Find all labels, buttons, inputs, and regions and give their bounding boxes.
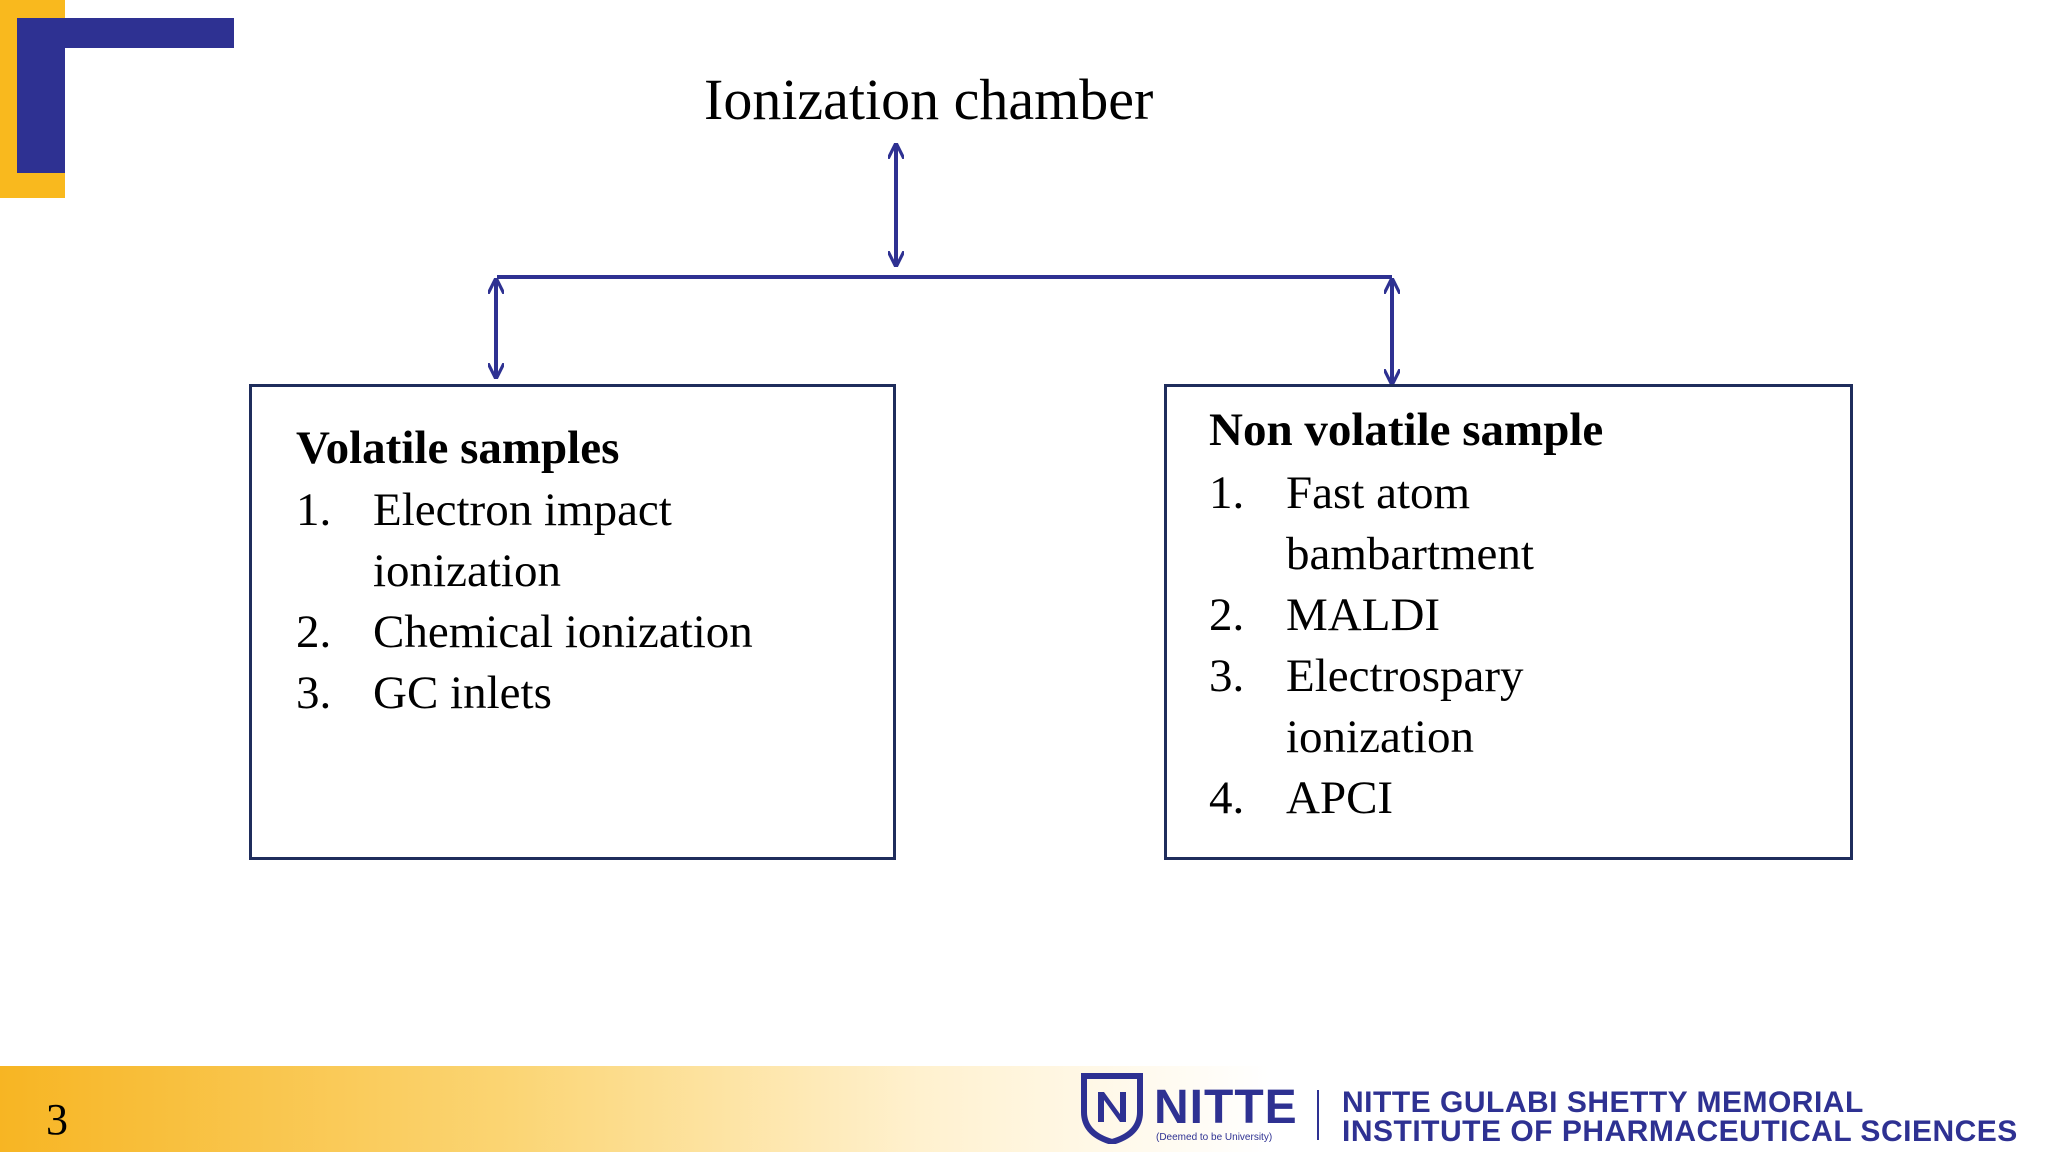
list-item-number: 1. [296, 484, 332, 536]
volatile-samples-list: 1. Electron impact ionization 2. Chemica… [296, 480, 876, 724]
nitte-shield-icon [1081, 1073, 1143, 1144]
list-item-text: Chemical ionization [373, 606, 753, 658]
list-item-line: Fast atom [1286, 467, 1471, 519]
list-item-text: Electrospary ionization [1286, 646, 1829, 768]
diagram-title: Ionization chamber [704, 67, 1154, 132]
logo-divider [1317, 1090, 1319, 1140]
list-item-text: GC inlets [373, 667, 552, 719]
institute-name-line-1: NITTE GULABI SHETTY MEMORIAL [1342, 1086, 1864, 1119]
institute-name-line-2: INSTITUTE OF PHARMACEUTICAL SCIENCES [1342, 1115, 2018, 1148]
list-item-number: 3. [1209, 650, 1245, 702]
list-item-number: 3. [296, 667, 332, 719]
volatile-samples-heading: Volatile samples [296, 422, 620, 474]
list-item-number: 2. [296, 606, 332, 658]
logo-wordmark: NITTE [1154, 1081, 1298, 1134]
list-item-text: Fast atom bambartment [1286, 463, 1829, 585]
list-item-number: 2. [1209, 589, 1245, 641]
list-item-text: MALDI [1286, 589, 1441, 641]
corner-accent-bar-left [17, 18, 65, 173]
list-item-line: ionization [373, 545, 561, 597]
list-item: 2. MALDI [1209, 585, 1829, 646]
footer-band [0, 1066, 2048, 1152]
page-number: 3 [46, 1095, 68, 1144]
list-item-text: APCI [1286, 772, 1394, 824]
volatile-samples-box: Volatile samples 1. Electron impact ioni… [249, 384, 896, 860]
non-volatile-sample-heading: Non volatile sample [1209, 404, 1604, 456]
list-item: 3. Electrospary ionization [1209, 646, 1829, 768]
list-item-line: Electrospary [1286, 650, 1524, 702]
list-item-line: bambartment [1286, 528, 1534, 580]
list-item: 3. GC inlets [296, 663, 876, 724]
list-item: 2. Chemical ionization [296, 602, 876, 663]
list-item: 4. APCI [1209, 768, 1829, 829]
non-volatile-sample-box: Non volatile sample 1. Fast atom bambart… [1164, 384, 1853, 860]
non-volatile-sample-list: 1. Fast atom bambartment 2. MALDI 3. Ele… [1209, 463, 1829, 829]
list-item-number: 1. [1209, 467, 1245, 519]
list-item-line: Electron impact [373, 484, 672, 536]
list-item: 1. Electron impact ionization [296, 480, 876, 602]
list-item: 1. Fast atom bambartment [1209, 463, 1829, 585]
list-item-line: ionization [1286, 711, 1474, 763]
list-item-number: 4. [1209, 772, 1245, 824]
list-item-text: Electron impact ionization [373, 480, 876, 602]
logo-subtext: (Deemed to be University) [1156, 1132, 1273, 1143]
